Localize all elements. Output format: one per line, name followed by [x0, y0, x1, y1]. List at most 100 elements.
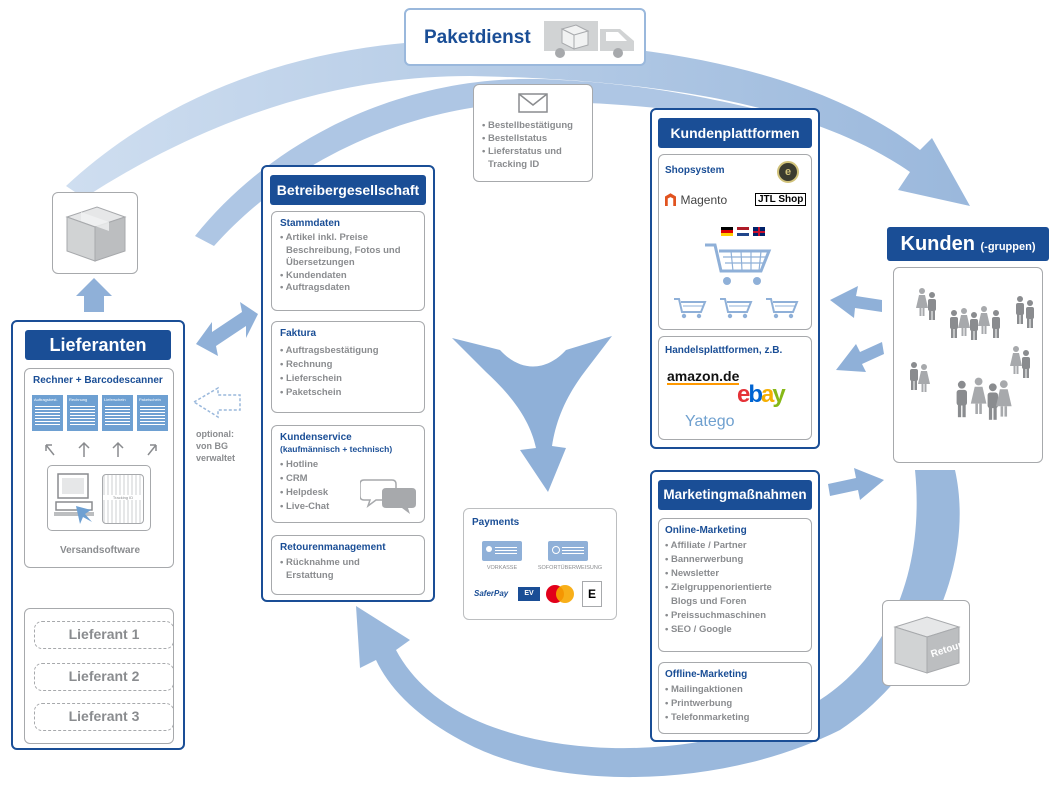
software-label: Versandsoftware — [59, 545, 141, 556]
arrow-kunden-shop — [830, 286, 882, 318]
arc-arrow-top — [66, 40, 970, 206]
de-flag-icon — [721, 227, 733, 236]
arc-arrow-inner — [195, 78, 760, 246]
rechner-title: Rechner + Barcodescanner — [33, 375, 163, 386]
rechner-box: Rechner + Barcodescanner Auftragsbest. R… — [24, 368, 174, 568]
magento-icon — [665, 193, 676, 207]
online-marketing-box: Online-Marketing • Affiliate / Partner •… — [658, 518, 812, 652]
online-marketing-title: Online-Marketing — [665, 525, 747, 536]
kundenservice-subtitle: (kaufmännisch + technisch) — [280, 444, 393, 454]
chat-bubbles-icon — [360, 479, 416, 514]
stammdaten-box: Stammdaten • Artikel inkl. Preise Beschr… — [271, 211, 425, 311]
marketing-panel: Marketingmaßnahmen Online-Marketing • Af… — [650, 470, 820, 742]
ev-logo: EV — [518, 587, 540, 601]
vorkasse-label: VORKASSE — [486, 565, 518, 571]
offline-marketing-box: Offline-Marketing • Mailingaktionen • Pr… — [658, 662, 812, 734]
handelsplattformen-box: Handelsplattformen, z.B. amazon.de ebay … — [658, 336, 812, 440]
doc-row: Auftragsbest. Rechnung Lieferschein Pake… — [32, 395, 170, 431]
supplier-item: Lieferant 2 — [34, 663, 174, 691]
offline-marketing-list: • Mailingaktionen • Printwerbung • Telef… — [665, 684, 750, 723]
faktura-title: Faktura — [280, 328, 317, 339]
faktura-list: • Auftragsbestätigung • Rechnung • Liefe… — [280, 345, 379, 398]
lieferanten-title: Lieferanten — [25, 330, 171, 360]
document-icon: Lieferschein — [102, 395, 133, 431]
shopping-cart-icon — [720, 298, 753, 319]
package-box — [52, 192, 138, 274]
notification-item: Tracking ID — [488, 159, 540, 170]
jtl-logo: JTL Shop — [755, 193, 807, 206]
delivery-truck-icon — [544, 21, 634, 58]
betreiber-panel: Betreibergesellschaft Stammdaten • Artik… — [261, 165, 435, 602]
sofort-icon — [548, 541, 588, 561]
marketing-title: Marketingmaßnahmen — [658, 480, 812, 510]
handelsplattformen-title: Handelsplattformen, z.B. — [665, 345, 783, 356]
retouren-box: Retourenmanagement • Rücknahme und Ersta… — [271, 535, 425, 595]
people-group-icon — [910, 288, 1034, 420]
optional-note: optional: von BG verwaltet — [196, 429, 236, 463]
notification-item: • Lieferstatus und — [482, 146, 562, 157]
nl-flag-icon — [737, 227, 749, 236]
notification-item: • Bestellstatus — [482, 133, 548, 144]
xtcommerce-logo: e — [777, 161, 799, 183]
paketdienst-box: Paketdienst — [404, 8, 646, 66]
stammdaten-title: Stammdaten — [280, 218, 341, 229]
faktura-box: Faktura • Auftragsbestätigung • Rechnung… — [271, 321, 425, 413]
notification-item: • Bestellbestätigung — [482, 120, 573, 131]
vorkasse-icon — [482, 541, 522, 561]
kundenplattformen-panel: Kundenplattformen Shopsystem e Magento J… — [650, 108, 820, 449]
cursor-icon — [76, 506, 92, 524]
notification-box: • Bestellbestätigung • Bestellstatus • L… — [473, 84, 593, 182]
computer-icon — [54, 473, 94, 516]
envelope-icon — [518, 93, 548, 113]
document-icon: Paketschein — [137, 395, 168, 431]
document-icon: Auftragsbest. — [32, 395, 63, 431]
suppliers-box: Lieferant 1 Lieferant 2 Lieferant 3 — [24, 608, 174, 744]
paketdienst-label: Paketdienst — [424, 27, 531, 48]
online-marketing-list: • Affiliate / Partner • Bannerwerbung • … — [665, 540, 772, 635]
return-package-icon: Retoure — [893, 616, 965, 674]
package-icon — [65, 206, 127, 262]
scanner-device: Tracking ID — [102, 474, 144, 524]
payments-box: Payments VORKASSE SOFORTÜBERWEISUNG Safe… — [463, 508, 617, 620]
betreiber-title: Betreibergesellschaft — [270, 175, 426, 205]
kunden-title: Kunden (-gruppen) — [887, 227, 1049, 261]
retouren-title: Retourenmanagement — [280, 542, 386, 553]
retoure-box: Retoure — [882, 600, 970, 686]
yatego-logo: Yatego — [685, 413, 735, 430]
kundenservice-box: Kundenservice (kaufmännisch + technisch)… — [271, 425, 425, 523]
arrow-marketing-kunden — [828, 468, 884, 500]
kundenplattformen-title: Kundenplattformen — [658, 118, 812, 148]
supplier-item: Lieferant 1 — [34, 621, 174, 649]
flags-row — [721, 227, 769, 237]
payments-title: Payments — [472, 517, 520, 528]
stammdaten-list: • Artikel inkl. Preise Beschreibung, Fot… — [280, 232, 401, 293]
shopping-cart-icon — [766, 298, 799, 319]
uk-flag-icon — [753, 227, 765, 236]
notification-list: • Bestellbestätigung • Bestellstatus • L… — [482, 119, 573, 171]
supplier-item: Lieferant 3 — [34, 703, 174, 731]
kunden-people-box — [893, 267, 1043, 463]
kunden-panel: Kunden (-gruppen) — [885, 225, 1051, 465]
lieferanten-panel: Lieferanten Rechner + Barcodescanner Auf… — [11, 320, 185, 750]
arrow-kunden-handel — [836, 342, 884, 372]
up-arrow-lieferanten — [76, 278, 112, 312]
kundenservice-list: • Hotline • CRM • Helpdesk • Live-Chat — [280, 459, 330, 512]
dashed-optional-arrow — [192, 386, 241, 419]
kundenservice-title: Kundenservice — [280, 432, 352, 443]
shopping-cart-icon — [674, 298, 707, 319]
shopsystem-box: Shopsystem e Magento JTL Shop — [658, 154, 812, 330]
mastercard-logo — [546, 585, 574, 603]
computer-frame: Tracking ID — [47, 465, 151, 531]
magento-logo: Magento — [665, 191, 727, 209]
e-logo: E — [582, 581, 602, 607]
sofort-label: SOFORTÜBERWEISUNG — [537, 565, 603, 571]
small-arrows-icon — [45, 441, 157, 457]
document-icon: Rechnung — [67, 395, 98, 431]
amazon-logo: amazon.de — [667, 368, 740, 385]
shopsystem-title: Shopsystem — [665, 165, 725, 176]
retouren-list: • Rücknahme und Erstattung — [280, 557, 360, 581]
offline-marketing-title: Offline-Marketing — [665, 669, 748, 680]
double-arrow-left — [196, 302, 258, 356]
saferpay-logo: SaferPay — [474, 589, 509, 598]
